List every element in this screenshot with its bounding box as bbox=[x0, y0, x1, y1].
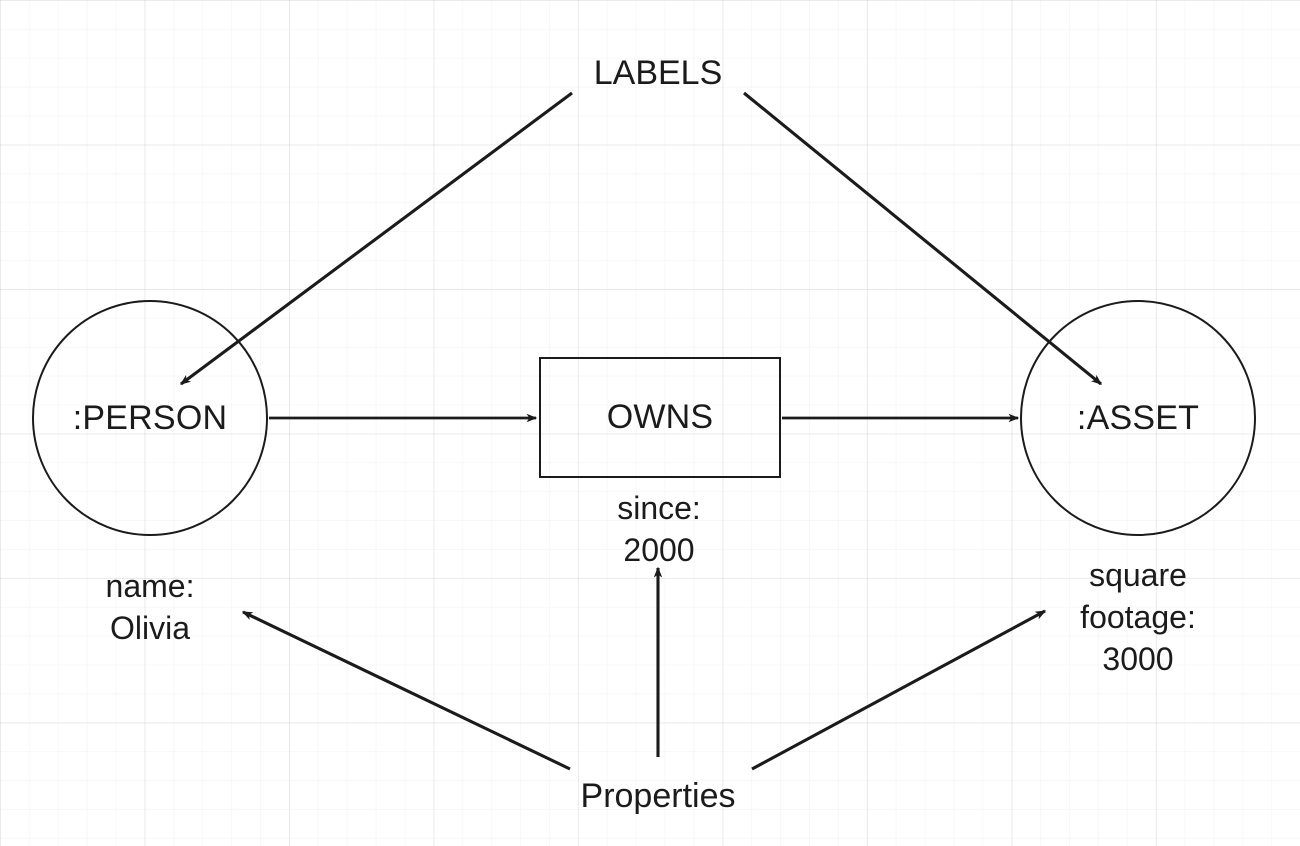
node-person[interactable]: :PERSON bbox=[32, 300, 268, 536]
edge-properties-sqft bbox=[751, 609, 1047, 771]
node-asset[interactable]: :ASSET bbox=[1020, 300, 1256, 536]
node-person-label: :PERSON bbox=[72, 398, 228, 437]
node-owns-label: OWNS bbox=[606, 398, 714, 436]
owns-property-text: since: 2000 bbox=[617, 490, 701, 568]
node-owns[interactable]: OWNS bbox=[539, 357, 781, 478]
node-asset-label: :ASSET bbox=[1076, 398, 1200, 437]
labels-heading: LABELS bbox=[593, 54, 723, 92]
person-property-text: name: Olivia bbox=[105, 568, 195, 646]
asset-property-text: square footage: 3000 bbox=[1080, 557, 1196, 677]
properties-heading: Properties bbox=[580, 777, 736, 815]
edge-properties-name bbox=[241, 610, 571, 771]
